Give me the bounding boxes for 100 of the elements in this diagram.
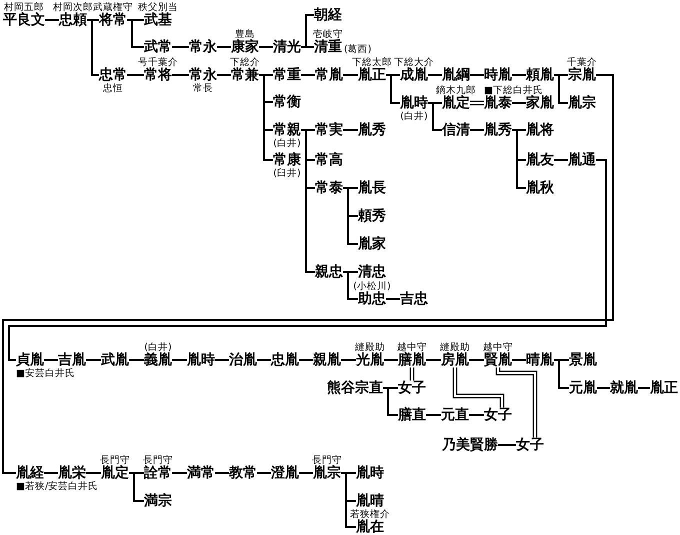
double-line — [410, 368, 414, 380]
person-name: 常高 — [315, 152, 343, 168]
title-note: (白井) — [273, 138, 301, 148]
person-name: 胤時 — [400, 96, 428, 110]
person-name: 朝経 — [314, 8, 342, 22]
lineage-line — [426, 414, 441, 416]
person-name: 清光 — [273, 40, 301, 54]
person-name: 武常 — [144, 40, 172, 54]
double-line — [470, 100, 484, 106]
title-note: ■若狭/安芸白井氏 — [16, 480, 98, 492]
person-name: 胤将 — [526, 122, 554, 138]
title-note: 若狭権介 — [350, 508, 390, 520]
person-name: 貞胤 — [16, 352, 44, 368]
lineage-line — [257, 472, 271, 474]
lineage-line — [172, 46, 189, 48]
person-name: 平良文 — [3, 12, 45, 28]
lineage-line — [301, 129, 315, 273]
lineage-line — [638, 387, 650, 389]
title-note: 壱岐守 — [313, 28, 343, 40]
lineage-line — [341, 359, 356, 361]
title-note: 縫殿助 — [355, 342, 385, 352]
person-name: 常康 — [273, 152, 301, 168]
person-name: 武基 — [144, 12, 172, 28]
lineage-line — [512, 102, 526, 104]
person-name: 膳胤 — [398, 352, 426, 368]
person-name: 胤時 — [187, 352, 215, 368]
person-name: 吉忠 — [400, 292, 428, 306]
person-name: 澄胤 — [271, 466, 299, 480]
lineage-line — [512, 74, 526, 76]
person-name: 胤宗 — [313, 466, 341, 480]
person-name: 武胤 — [101, 352, 129, 368]
person-name: 忠胤 — [271, 352, 299, 368]
title-note: 村岡次郎 — [53, 2, 93, 12]
lineage-line — [469, 414, 484, 416]
lineage-line — [217, 74, 231, 76]
lineage-line — [301, 74, 315, 76]
person-name: 常泰 — [315, 180, 343, 196]
person-name: 胤時 — [356, 466, 384, 480]
lineage-line — [87, 19, 99, 76]
lineage-line — [554, 359, 569, 389]
lineage-line — [512, 359, 526, 361]
person-name: 胤友 — [526, 152, 554, 168]
person-name: 光胤 — [356, 352, 384, 368]
person-name: 清忠 — [358, 264, 386, 280]
person-name: 胤綱 — [442, 68, 470, 82]
title-note: 鏑木九郎 — [436, 84, 476, 96]
lineage-line — [384, 359, 398, 361]
person-name: 就胤 — [610, 380, 638, 396]
person-name: 時胤 — [484, 68, 512, 82]
person-name: 常兼 — [231, 68, 259, 82]
title-note: 常長 — [193, 82, 213, 94]
lineage-line — [343, 74, 358, 76]
lineage-line — [512, 129, 526, 189]
person-name: 満宗 — [144, 494, 172, 508]
lineage-line — [426, 359, 441, 361]
title-note: 越中守 — [397, 342, 427, 352]
lineage-line — [8, 159, 607, 361]
person-name: 胤正 — [358, 68, 386, 82]
person-name: 家胤 — [526, 96, 554, 110]
person-name: 胤正 — [650, 380, 678, 396]
lineage-line — [44, 472, 58, 474]
title-note: ■下総白井氏 — [484, 84, 543, 96]
person-name: 房胤 — [441, 352, 469, 368]
title-note: 越中守 — [483, 342, 513, 352]
title-note: 下総太郎 — [352, 56, 392, 68]
lineage-line — [470, 129, 484, 131]
person-name: 信清 — [442, 122, 470, 138]
lineage-line — [428, 74, 442, 76]
person-name: 熊谷宗直 — [327, 380, 383, 396]
lineage-line — [127, 74, 144, 76]
person-name: 景胤 — [569, 352, 597, 368]
title-note: 下総介 — [230, 56, 260, 68]
person-name: 膳直 — [398, 408, 426, 422]
person-name: 頼秀 — [358, 208, 386, 224]
title-note: ■安芸白井氏 — [16, 368, 75, 378]
lineage-line — [86, 472, 101, 474]
lineage-line — [341, 472, 356, 528]
person-name: 義胤 — [144, 352, 172, 368]
lineage-line — [554, 74, 568, 104]
person-name: 胤秀 — [484, 122, 512, 138]
lineage-line — [343, 129, 358, 131]
person-name: 治胤 — [229, 352, 257, 368]
title-note: 長門守 — [143, 454, 173, 466]
lineage-line — [2, 74, 614, 474]
person-name: 胤晴 — [356, 494, 384, 508]
lineage-line — [554, 159, 568, 161]
person-name: 胤秋 — [526, 180, 554, 196]
person-name: 助忠 — [358, 292, 386, 306]
person-name: 将常 — [99, 12, 127, 28]
title-note: 豊島 — [235, 28, 255, 40]
lineage-line — [299, 359, 313, 361]
person-name: 教常 — [229, 466, 257, 480]
title-note: (白井) — [400, 110, 428, 122]
lineage-line — [343, 187, 358, 245]
person-name: 清重 — [314, 40, 342, 54]
person-name: 常永 — [189, 40, 217, 54]
title-note: (臼井) — [273, 168, 301, 178]
lineage-line — [257, 359, 271, 361]
person-name: 元直 — [441, 408, 469, 422]
person-name: 元胤 — [569, 380, 597, 396]
